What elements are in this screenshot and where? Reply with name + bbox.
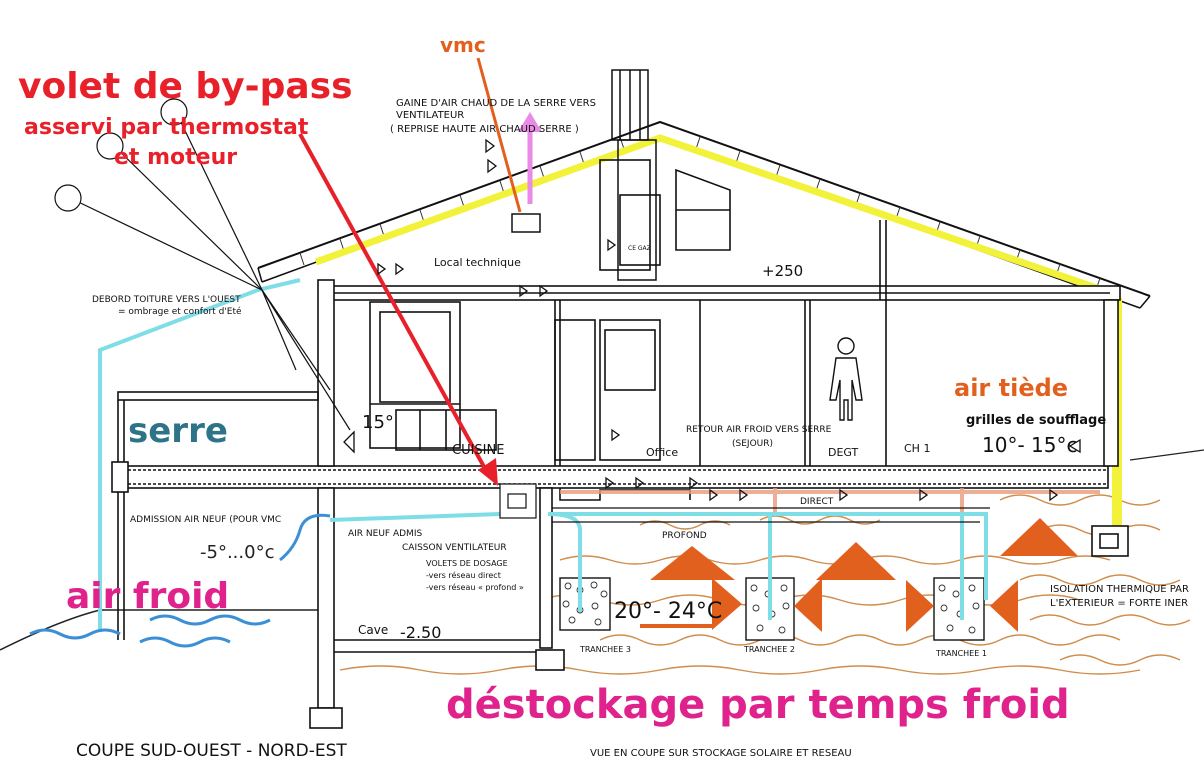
office-label: Office (646, 446, 678, 459)
person-figure (829, 337, 863, 421)
duct-outlines (499, 483, 990, 523)
roof-insulation-highlight (314, 134, 1122, 300)
tranchee3-label: TRANCHEE 3 (579, 645, 631, 654)
temp-underline (640, 624, 714, 628)
ce-gaz-label: CE GAZ (628, 245, 651, 252)
serre-label: serre (128, 411, 228, 451)
sun-rays (54, 98, 351, 431)
air-network-ducts (98, 278, 988, 632)
debord-label-2: = ombrage et confort d'Eté (118, 306, 242, 317)
cuisine-label: CUISINE (452, 443, 504, 458)
temp-outside-label: -5°...0°c (200, 542, 274, 563)
profond-label: PROFOND (662, 531, 707, 541)
retour-label-2: (SEJOUR) (732, 439, 773, 449)
chimney (611, 69, 657, 281)
retour-label-1: RETOUR AIR FROID VERS SERRE (686, 425, 832, 435)
air-neuf-label: AIR NEUF ADMIS (348, 529, 422, 539)
gaine-label-2: VENTILATEUR (396, 110, 464, 121)
isolation-label-2: L'EXTERIEUR = FORTE INER (1050, 598, 1188, 609)
gaine-label-3: ( REPRISE HAUTE AIR CHAUD SERRE ) (390, 124, 579, 135)
temp-room-label: 10°- 15°c (982, 433, 1077, 457)
local-technique-label: Local technique (434, 256, 521, 269)
coupe-caption: COUPE SUD-OUEST - NORD-EST (76, 741, 347, 761)
vmc-label: vmc (440, 33, 486, 57)
bypass-subtitle-2: et moteur (114, 145, 237, 170)
degt-label: DEGT (828, 446, 859, 459)
volets-label-3: -vers réseau « profond » (426, 582, 524, 592)
gaine-label-1: GAINE D'AIR CHAUD DE LA SERRE VERS (396, 98, 596, 109)
isolation-label-1: ISOLATION THERMIQUE PAR (1050, 584, 1189, 595)
plan-labels: GAINE D'AIR CHAUD DE LA SERRE VERS VENTI… (76, 98, 1189, 761)
air-froid-label: air froid (66, 576, 229, 617)
ch1-label: CH 1 (904, 442, 930, 455)
level-250-label: +250 (762, 262, 803, 280)
grilles-label: grilles de soufflage (966, 413, 1106, 428)
cave-label: Cave (358, 623, 388, 637)
level-cave-label: -2.50 (400, 623, 441, 642)
temp-store-label: 20°- 24°C (614, 599, 722, 624)
annotations: volet de by-pass asservi par thermostat … (18, 33, 1106, 728)
vmc-pipe (476, 57, 542, 233)
house-structure (111, 159, 1129, 729)
temp-15-label: 15° (362, 412, 394, 433)
bypass-arrow (298, 133, 498, 486)
destockage-label: déstockage par temps froid (446, 682, 1070, 728)
admission-label: ADMISSION AIR NEUF (POUR VMC (130, 515, 281, 525)
tranchee1-label: TRANCHEE 1 (935, 649, 987, 658)
bypass-title: volet de by-pass (18, 66, 353, 107)
vue-caption: VUE EN COUPE SUR STOCKAGE SOLAIRE ET RES… (590, 748, 852, 759)
heat-release-arrows (650, 518, 1078, 632)
volets-label-2: -vers réseau direct (426, 570, 501, 580)
debord-label-1: DEBORD TOITURE VERS L'OUEST (92, 295, 241, 305)
tranchee2-label: TRANCHEE 2 (743, 645, 795, 654)
direct-label: DIRECT (800, 497, 834, 507)
caisson-label: CAISSON VENTILATEUR (402, 543, 507, 553)
fresh-air-flow (29, 513, 331, 648)
air-tiede-label: air tiède (954, 374, 1068, 402)
ground-line-right (1129, 449, 1204, 461)
grille-markers (343, 138, 1081, 502)
ground-line-left (0, 609, 320, 651)
volets-label-1: VOLETS DE DOSAGE (426, 559, 508, 568)
bypass-subtitle-1: asservi par thermostat (24, 115, 309, 140)
